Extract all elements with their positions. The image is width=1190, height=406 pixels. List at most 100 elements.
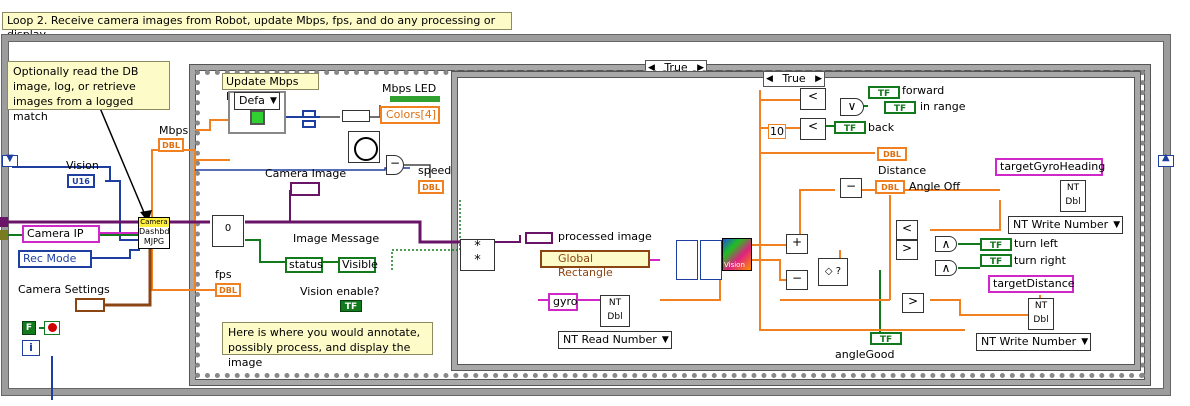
- fps-dbl-terminal[interactable]: DBL: [215, 283, 241, 297]
- vision-enable-label: Vision enable?: [300, 285, 380, 298]
- u32-node-1: [302, 110, 316, 118]
- add-node[interactable]: +: [786, 234, 808, 254]
- left-tunnel-purple: [0, 217, 8, 227]
- target-gyro-heading-control[interactable]: targetGyroHeading: [995, 158, 1106, 176]
- index-array-node-3[interactable]: [700, 240, 722, 280]
- angle-off-label: Angle Off: [909, 180, 961, 193]
- image-sequence-node[interactable]: 0: [212, 215, 244, 247]
- comment-db-image: Optionally read the DB image, log, or re…: [7, 61, 170, 123]
- global-rectangle-indicator[interactable]: Global Rectangle: [540, 250, 650, 279]
- vision-u16-terminal[interactable]: U16: [67, 174, 95, 188]
- update-mbps-led-label: Update Mbps LED: [222, 73, 319, 103]
- target-distance-control[interactable]: targetDistance: [988, 275, 1075, 293]
- turn-right-label: turn right: [1014, 254, 1066, 267]
- nt-write-number-node-2[interactable]: NT Dbl: [1028, 298, 1054, 330]
- rec-mode-control[interactable]: Rec Mode: [18, 250, 92, 268]
- camera-settings-label: Camera Settings: [18, 283, 110, 296]
- shift-register-left[interactable]: ▼: [2, 153, 18, 167]
- camera-ip-control[interactable]: Camera IP: [22, 225, 100, 243]
- nt-write-number-select-2[interactable]: NT Write Number: [976, 333, 1092, 351]
- in-range-indicator[interactable]: TF: [884, 101, 916, 114]
- stop-icon: [48, 323, 57, 332]
- turn-left-label: turn left: [1014, 237, 1058, 250]
- visible-indicator[interactable]: Visible: [338, 257, 378, 273]
- angle-off-dbl-indicator[interactable]: DBL: [875, 180, 905, 194]
- iteration-terminal: i: [22, 340, 40, 356]
- vision-enable-terminal[interactable]: TF: [340, 300, 362, 312]
- while-loop-frame[interactable]: [2, 35, 1170, 395]
- mbps-led-bar: [390, 96, 440, 102]
- compare-forward[interactable]: <: [800, 88, 826, 110]
- stop-button[interactable]: [44, 321, 60, 335]
- compare-lt-1[interactable]: <: [896, 220, 918, 240]
- green-led-indicator: [250, 110, 265, 125]
- nt-label-read: NT: [608, 298, 622, 308]
- processed-image-label: processed image: [558, 230, 652, 243]
- mbps-led-label: Mbps LED: [382, 82, 437, 95]
- compare-gt-2[interactable]: >: [902, 293, 924, 313]
- inner-case-selector[interactable]: ◀True▶: [763, 71, 825, 87]
- defa-selector[interactable]: Defa: [234, 92, 280, 110]
- vision-subvi-label: Vision: [724, 261, 745, 269]
- and-gate-1[interactable]: ∧: [935, 236, 957, 252]
- camera-image-label: Camera Image: [265, 167, 347, 180]
- select-node[interactable]: ◇ ?: [818, 258, 848, 286]
- shift-register-right[interactable]: ▲: [1158, 152, 1174, 167]
- and-gate-2[interactable]: ∧: [935, 260, 957, 276]
- false-constant[interactable]: F: [22, 321, 36, 335]
- compare-back[interactable]: <: [800, 118, 826, 140]
- image-process-node[interactable]: **: [460, 239, 495, 271]
- mbps-label: Mbps: [159, 124, 189, 137]
- camera-image-terminal[interactable]: [290, 182, 320, 196]
- vision-subvi[interactable]: Vision: [722, 238, 752, 271]
- u32-node-2: [302, 120, 316, 128]
- gyro-label: gyro: [553, 295, 578, 308]
- distance-dbl-indicator[interactable]: DBL: [877, 147, 907, 161]
- speed-dbl-terminal[interactable]: DBL: [418, 180, 444, 194]
- ten-constant[interactable]: 10: [768, 124, 786, 139]
- comment-annotate: Here is where you would annotate, possib…: [222, 322, 433, 369]
- nt-write-number-select-1[interactable]: NT Write Number: [1008, 216, 1124, 234]
- processed-image-terminal[interactable]: [525, 232, 553, 244]
- subtract-node[interactable]: −: [840, 178, 862, 198]
- nt-read-number-node[interactable]: NT Dbl: [600, 295, 630, 327]
- camera-subvi-mid: Dashbd: [139, 227, 170, 236]
- compare-gt-1[interactable]: >: [896, 240, 918, 260]
- camera-subvi-bot: MJPG: [143, 237, 165, 246]
- inner-case-selector-label: True: [782, 72, 806, 85]
- gyro-control[interactable]: gyro: [548, 293, 578, 311]
- turn-left-indicator[interactable]: TF: [980, 238, 1012, 251]
- vision-label: Vision: [66, 159, 99, 172]
- back-label: back: [868, 121, 895, 134]
- image-message-label: Image Message: [293, 232, 380, 245]
- forward-indicator[interactable]: TF: [868, 86, 900, 99]
- or-gate[interactable]: ∨: [840, 98, 864, 116]
- status-indicator[interactable]: status: [285, 257, 323, 273]
- stopwatch-icon[interactable]: [348, 131, 380, 163]
- back-indicator[interactable]: TF: [834, 121, 866, 134]
- speed-label: speed: [418, 164, 452, 177]
- forward-label: forward: [902, 84, 945, 97]
- fps-label: fps: [215, 268, 232, 281]
- dbl-label-w2: Dbl: [1033, 315, 1049, 325]
- angle-good-indicator[interactable]: TF: [870, 332, 902, 345]
- dbl-label-w1: Dbl: [1065, 197, 1081, 207]
- camera-ip-label: Camera IP: [27, 227, 84, 240]
- index-array-node-2[interactable]: [676, 240, 698, 280]
- target-gyro-heading-label: targetGyroHeading: [1000, 160, 1106, 173]
- index-array-node[interactable]: [342, 110, 370, 122]
- camera-settings-cluster[interactable]: [75, 298, 105, 312]
- camera-dashboard-subvi[interactable]: Camera Dashbd MJPG: [138, 217, 170, 249]
- nt-label-w2: NT: [1034, 301, 1048, 311]
- dbl-label-read: Dbl: [607, 312, 623, 322]
- angle-good-label: angleGood: [835, 348, 895, 361]
- nt-read-number-select[interactable]: NT Read Number: [558, 331, 672, 349]
- colors-array-indicator[interactable]: Colors[4]: [380, 106, 440, 124]
- turn-right-indicator[interactable]: TF: [980, 254, 1012, 267]
- camera-subvi-top: Camera: [139, 218, 169, 227]
- multiply-node[interactable]: −: [386, 155, 404, 175]
- minus-node[interactable]: −: [786, 270, 808, 290]
- mbps-dbl-terminal[interactable]: DBL: [158, 138, 184, 152]
- diagram-title: Loop 2. Receive camera images from Robot…: [2, 12, 512, 41]
